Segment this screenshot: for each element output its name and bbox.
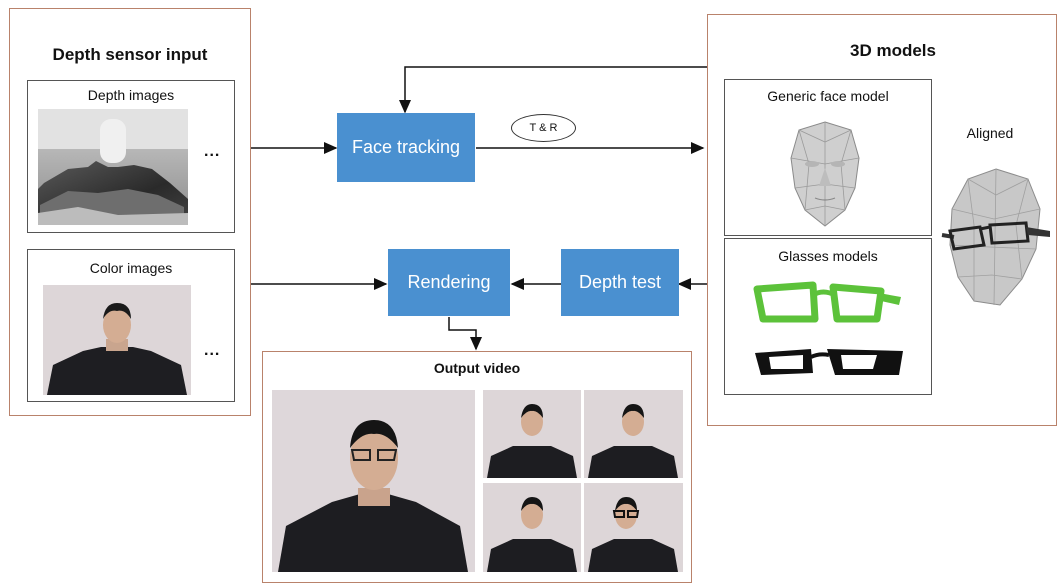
depth-sensor-title: Depth sensor input — [52, 45, 208, 64]
rendering-box: Rendering — [388, 249, 510, 316]
glasses-models-box: Glasses models — [724, 238, 932, 395]
aligned-label: Aligned — [966, 125, 1014, 141]
glasses-model-black — [755, 349, 903, 375]
depth-image-thumbnail — [38, 109, 188, 225]
output-frame-main — [272, 390, 475, 572]
depth-images-box: Depth images ... — [27, 80, 235, 233]
color-images-box: Color images ... — [27, 249, 235, 402]
transform-label-ellipse: T & R — [511, 114, 576, 142]
depth-sensor-panel: Depth sensor input Depth images ... Colo… — [9, 8, 251, 416]
output-video-title: Output video — [433, 360, 521, 376]
color-images-label: Color images — [89, 260, 173, 276]
glasses-models-label: Glasses models — [778, 248, 878, 264]
depth-images-label: Depth images — [87, 87, 175, 103]
face-tracking-box: Face tracking — [337, 113, 475, 182]
aligned-face-with-glasses — [941, 168, 1050, 306]
color-more-indicator: ... — [204, 342, 221, 359]
generic-face-label: Generic face model — [767, 88, 889, 104]
glasses-model-green — [753, 281, 901, 323]
depth-test-box: Depth test — [561, 249, 679, 316]
color-image-thumbnail — [43, 285, 191, 395]
generic-face-mesh — [790, 121, 860, 227]
models-3d-panel: 3D models Generic face model Glasses mod… — [707, 14, 1057, 426]
transform-label-text: T & R — [529, 122, 558, 134]
depth-more-indicator: ... — [204, 143, 221, 160]
arrow-rendering-to-output — [448, 317, 482, 351]
output-frame-grid — [483, 390, 683, 572]
models-3d-title: 3D models — [850, 41, 936, 60]
output-video-panel: Output video — [262, 351, 692, 583]
generic-face-box: Generic face model — [724, 79, 932, 236]
